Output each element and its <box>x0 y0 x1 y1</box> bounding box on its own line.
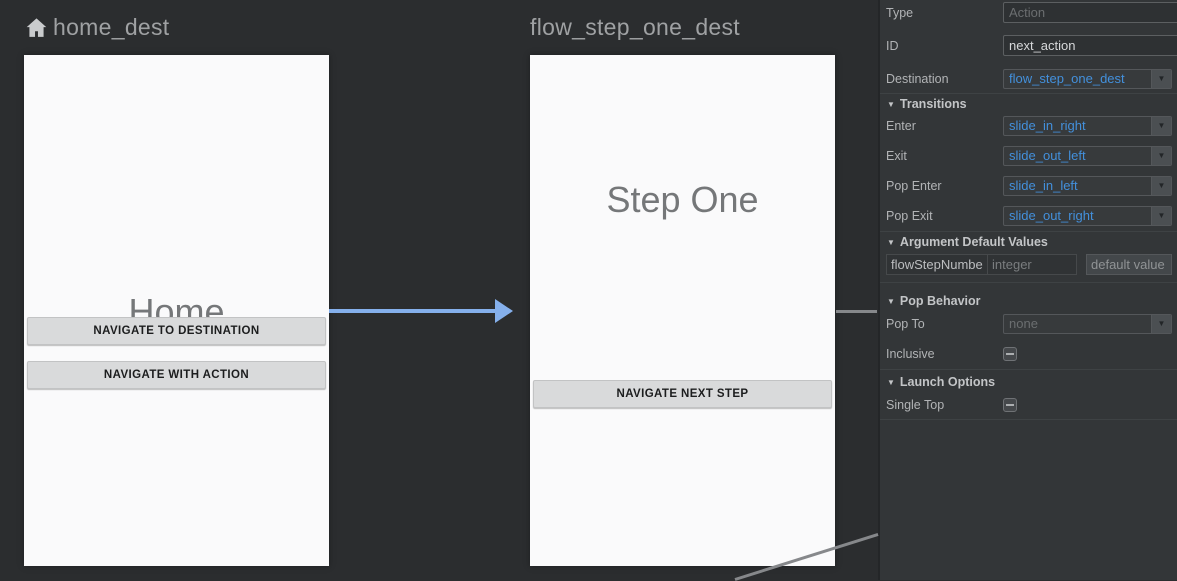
exit-label: Exit <box>886 148 907 163</box>
pop-enter-row: Pop Enter slide_in_left ▼ <box>886 175 1172 196</box>
id-input[interactable] <box>1003 35 1177 56</box>
launch-options-header-label: Launch Options <box>899 375 996 389</box>
chevron-down-icon[interactable]: ▼ <box>1151 176 1171 195</box>
type-label: Type <box>886 5 914 20</box>
indeterminate-dash-icon <box>1006 403 1014 406</box>
indeterminate-dash-icon <box>1006 352 1014 355</box>
enter-value: slide_in_right <box>1009 118 1086 133</box>
pop-exit-value: slide_out_right <box>1009 208 1094 223</box>
argument-default-value-field[interactable]: default value <box>1086 254 1172 275</box>
home-icon <box>24 15 49 40</box>
action-arrow-line[interactable] <box>329 309 497 313</box>
argument-row: flowStepNumbe integer default value <box>886 254 1172 275</box>
pop-exit-label: Pop Exit <box>886 208 933 223</box>
id-label: ID <box>886 38 899 53</box>
argument-defaults-section-header[interactable]: ▼ Argument Default Values <box>887 232 1177 252</box>
navigate-to-destination-button[interactable]: NAVIGATE TO DESTINATION <box>27 317 326 345</box>
pop-exit-dropdown[interactable]: slide_out_right ▼ <box>1003 205 1172 226</box>
flow-step-one-dest-title: flow_step_one_dest <box>530 13 740 40</box>
exit-row: Exit slide_out_left ▼ <box>886 145 1172 166</box>
argument-name[interactable]: flowStepNumbe <box>886 254 987 275</box>
inclusive-label: Inclusive <box>886 346 935 361</box>
enter-row: Enter slide_in_right ▼ <box>886 115 1172 136</box>
pop-behavior-header-label: Pop Behavior <box>899 294 981 308</box>
pop-behavior-section-header[interactable]: ▼ Pop Behavior <box>887 291 1177 311</box>
type-row: Type <box>886 2 1177 23</box>
launch-options-section-header[interactable]: ▼ Launch Options <box>887 372 1177 392</box>
home-destination-preview[interactable]: Home NAVIGATE TO DESTINATION NAVIGATE WI… <box>24 55 329 566</box>
argument-defaults-header-label: Argument Default Values <box>899 235 1048 249</box>
single-top-row: Single Top <box>886 394 1172 415</box>
pop-to-row: Pop To none ▼ <box>886 313 1172 334</box>
inclusive-checkbox[interactable] <box>1003 346 1017 361</box>
flow-step-one-dest-header[interactable]: flow_step_one_dest <box>530 12 740 42</box>
navigate-next-step-button[interactable]: NAVIGATE NEXT STEP <box>533 380 832 408</box>
pop-enter-dropdown[interactable]: slide_in_left ▼ <box>1003 175 1172 196</box>
chevron-down-icon[interactable]: ▼ <box>1151 69 1171 88</box>
exit-dropdown[interactable]: slide_out_left ▼ <box>1003 145 1172 166</box>
pop-exit-row: Pop Exit slide_out_right ▼ <box>886 205 1172 226</box>
argument-type[interactable]: integer <box>987 254 1077 275</box>
chevron-down-icon[interactable]: ▼ <box>1151 314 1171 333</box>
action-arrow-head <box>495 299 513 323</box>
single-top-checkbox[interactable] <box>1003 397 1017 412</box>
collapse-triangle-icon: ▼ <box>887 99 895 109</box>
collapse-triangle-icon: ▼ <box>887 237 895 247</box>
attributes-panel: Type ID Destination flow_step_one_dest ▼… <box>878 0 1177 580</box>
collapse-triangle-icon: ▼ <box>887 296 895 306</box>
enter-dropdown[interactable]: slide_in_right ▼ <box>1003 115 1172 136</box>
exit-value: slide_out_left <box>1009 148 1086 163</box>
single-top-label: Single Top <box>886 397 945 412</box>
pop-to-value: none <box>1009 316 1038 331</box>
enter-label: Enter <box>886 118 916 133</box>
destination-value: flow_step_one_dest <box>1009 71 1125 86</box>
pop-to-dropdown[interactable]: none ▼ <box>1003 313 1172 334</box>
chevron-down-icon[interactable]: ▼ <box>1151 116 1171 135</box>
chevron-down-icon[interactable]: ▼ <box>1151 146 1171 165</box>
inclusive-row: Inclusive <box>886 343 1172 364</box>
home-dest-header[interactable]: home_dest <box>24 12 170 42</box>
pop-enter-label: Pop Enter <box>886 178 942 193</box>
home-dest-title: home_dest <box>53 13 170 40</box>
navigate-with-action-button[interactable]: NAVIGATE WITH ACTION <box>27 361 326 389</box>
id-row: ID <box>886 35 1177 56</box>
pop-enter-value: slide_in_left <box>1009 178 1078 193</box>
transitions-section-header[interactable]: ▼ Transitions <box>887 94 1177 114</box>
chevron-down-icon[interactable]: ▼ <box>1151 206 1171 225</box>
destination-row: Destination flow_step_one_dest ▼ <box>886 68 1172 89</box>
flow-step-one-destination-preview[interactable]: Step One NAVIGATE NEXT STEP <box>530 55 835 566</box>
collapse-triangle-icon: ▼ <box>887 377 895 387</box>
flow-screen-title: Step One <box>606 179 759 220</box>
connection-line-right <box>836 310 877 313</box>
destination-label: Destination <box>886 71 949 86</box>
type-input[interactable] <box>1003 2 1177 23</box>
transitions-header-label: Transitions <box>899 97 967 111</box>
destination-dropdown[interactable]: flow_step_one_dest ▼ <box>1003 68 1172 89</box>
pop-to-label: Pop To <box>886 316 925 331</box>
